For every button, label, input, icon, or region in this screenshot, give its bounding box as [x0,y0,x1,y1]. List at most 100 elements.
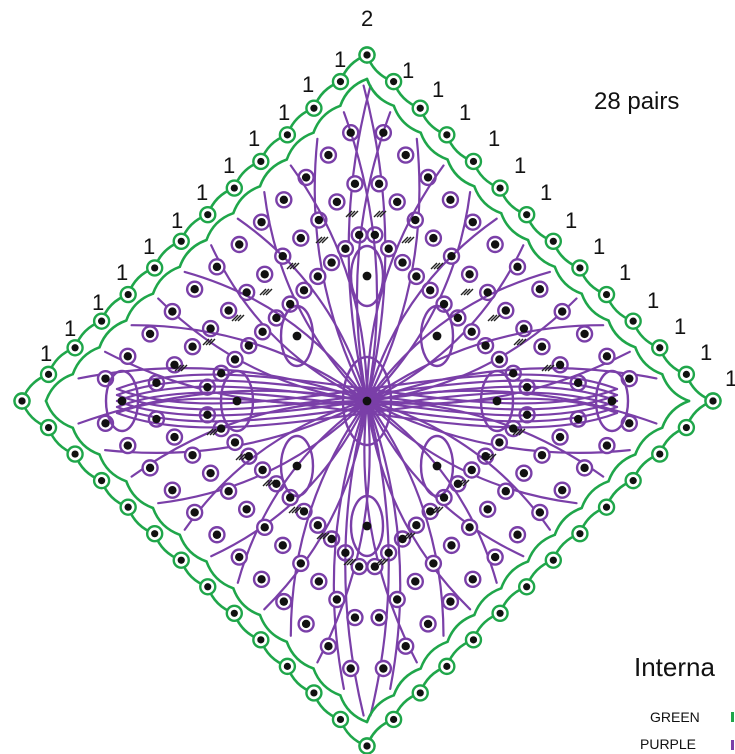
tally-mark [404,236,412,244]
interior-pinhole [392,595,402,604]
central-pinhole [607,396,617,406]
edge-pinhole [283,662,291,670]
central-pinhole [492,396,502,406]
interior-pinhole [279,195,289,204]
interior-pinhole [286,493,295,502]
interior-pinhole [258,327,267,336]
left-edge-count: 1 [64,316,77,341]
edge-pinhole [124,503,132,511]
interior-pinhole [426,286,435,295]
tally-mark [513,338,521,346]
interior-pinhole [244,341,253,350]
interior-pinhole [625,374,634,383]
tally-mark [544,364,552,372]
interior-pinhole [468,575,477,584]
interior-pinhole [379,128,388,137]
edge-pinhole [98,477,106,485]
green-edge-top-left-inner [44,77,369,403]
interior-pinhole [286,299,295,309]
interior-pinhole [327,258,336,267]
edge-pinhole [656,344,664,352]
interior-pinhole [481,341,490,350]
tally-mark [202,338,210,346]
tally-mark [205,338,213,346]
central-pinhole [362,271,372,281]
edge-pinhole [336,715,345,724]
edge-pinhole [44,423,53,432]
edge-pinhole [336,78,345,86]
interior-pinhole [278,541,287,550]
tally-mark [408,532,416,540]
tally-mark [378,558,386,566]
interior-pinhole [465,270,474,279]
interior-pinhole [190,508,199,517]
central-pinhole [232,396,242,406]
edge-pinhole [523,583,531,591]
right-edge-count: 1 [540,180,553,205]
interior-pinhole [495,438,504,447]
interior-pinhole [217,369,226,378]
edge-pinhole [98,317,106,325]
edge-pinhole [151,530,159,538]
purple-thread [236,217,369,403]
legend-swatch-purple [731,740,734,750]
interior-pinhole [401,150,410,160]
interior-pinhole [230,438,240,447]
interior-pinhole [465,523,474,532]
interior-pinhole [257,217,266,227]
purple-thread [263,399,369,611]
edge-pinhole [204,211,212,219]
interior-pinhole [230,355,240,364]
purple-thread [365,324,605,403]
tally-mark [512,428,520,436]
edge-pinhole [71,344,79,352]
tally-mark [180,364,188,372]
purple-thread [365,217,498,403]
interior-pinhole [224,487,233,496]
interior-pinhole [573,414,583,424]
interior-pinhole [412,521,421,530]
interior-pinhole [467,465,476,475]
tally-mark [292,262,300,270]
interior-pinhole [152,378,161,388]
interior-pinhole [341,244,350,253]
interior-pinhole [350,179,360,189]
interior-pinhole [513,262,522,272]
interior-pinhole [483,505,492,514]
purple-thread [365,270,551,403]
purple-sweep [115,397,619,429]
edge-pinhole [443,131,451,139]
green-edge-bottom-left-inner [44,399,369,724]
interior-pinhole [384,548,393,557]
tally-mark [316,532,324,540]
interior-pinhole [123,352,132,361]
tally-mark [376,210,384,218]
interior-pinhole [299,507,309,516]
interior-pinhole [429,559,438,568]
interior-pinhole [535,508,545,517]
tally-mark [231,314,239,322]
edge-pinhole [682,423,690,432]
interior-pinhole [398,534,407,544]
edge-pinhole [443,662,451,670]
interior-pinhole [350,613,360,622]
interior-pinhole [453,313,463,323]
interior-pinhole [301,173,311,182]
left-edge-count: 1 [143,234,156,259]
interior-pinhole [379,664,388,673]
tally-mark [234,314,242,322]
interior-pinhole [314,577,324,586]
interior-pinhole [145,329,155,339]
edge-pinhole [709,397,717,405]
interior-pinhole [483,288,492,297]
tally-mark [516,338,524,346]
tally-mark [401,236,409,244]
interior-pinhole [411,577,420,586]
edge-pinhole [283,131,291,139]
interior-pinhole [467,327,476,336]
interior-pinhole [374,613,384,622]
purple-thread [365,164,445,403]
interior-pinhole [580,329,589,339]
left-edge-count: 1 [196,180,209,205]
interior-pinhole [453,479,463,488]
